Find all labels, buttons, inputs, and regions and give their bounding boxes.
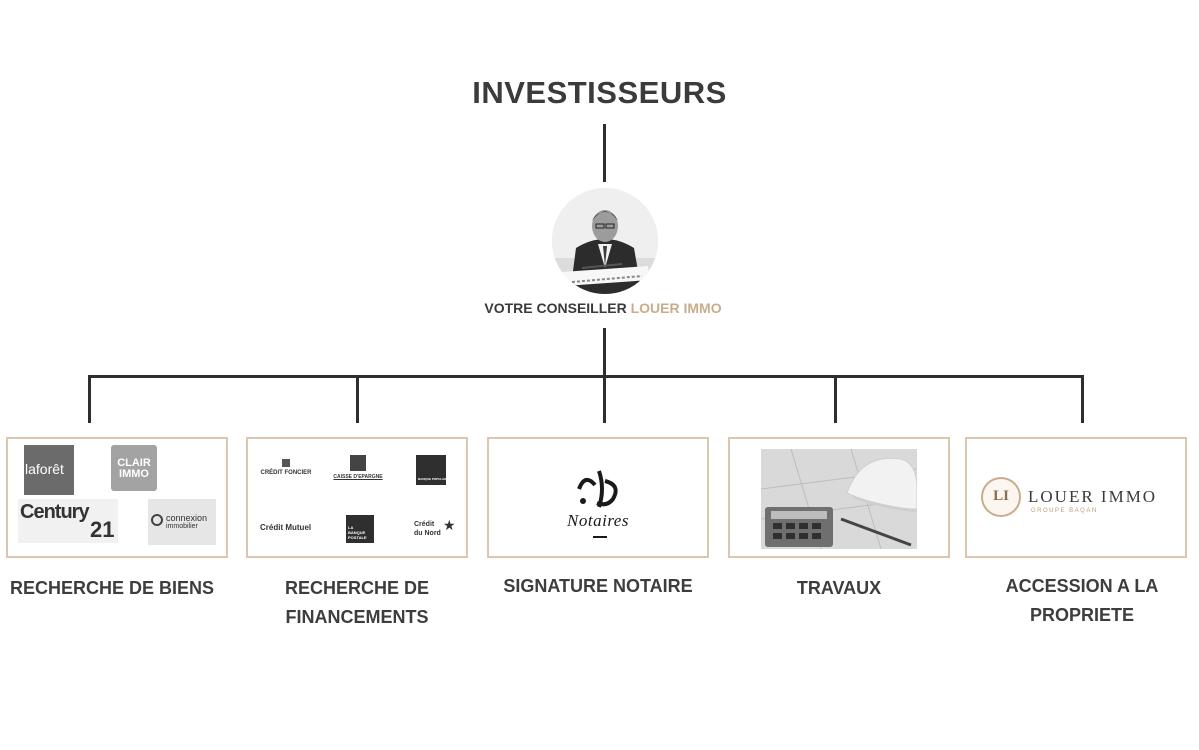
step-box-accession: LI LOUER IMMO GROUPE BAQAN — [965, 437, 1187, 558]
connector-branch-5 — [1081, 375, 1084, 423]
step-box-recherche-biens: laforêt CLAIR IMMO Century 21 connexion … — [6, 437, 228, 558]
banque-populaire-logo: BANQUE POPULAIRE — [416, 455, 450, 485]
step-label-recherche-biens: RECHERCHE DE BIENS — [9, 578, 215, 598]
connexion-logo-text: connexion — [166, 513, 208, 523]
louer-immo-brand: LOUER IMMO — [1028, 487, 1158, 506]
connector-horizontal — [88, 375, 1084, 378]
banque-postale-logo: LA BANQUE POSTALE — [346, 515, 374, 543]
banque-postale-text: LA BANQUE POSTALE — [348, 525, 367, 540]
banque-populaire-text: BANQUE POPULAIRE — [418, 477, 450, 481]
credit-foncier-logo: CRÉDIT FONCIER — [256, 459, 316, 476]
connexion-icon — [151, 514, 163, 526]
notaires-text: Notaires — [567, 511, 629, 530]
advisor-caption-prefix: VOTRE CONSEILLER — [484, 300, 631, 316]
step-label-accession-line1: ACCESSION A LA — [1005, 576, 1159, 596]
laforet-logo-text: laforêt — [25, 461, 64, 477]
step-label-financements: RECHERCHE DE FINANCEMENTS — [246, 574, 468, 632]
travaux-image — [761, 449, 917, 549]
credit-du-nord-text-2: du Nord — [414, 530, 441, 537]
laforet-logo: laforêt — [24, 445, 74, 495]
monogram-text: LI — [993, 488, 1009, 504]
caisse-epargne-logo: CAISSE D'EPARGNE — [330, 455, 386, 480]
credit-du-nord-text-1: Crédit — [414, 521, 435, 528]
step-label-travaux: TRAVAUX — [796, 578, 882, 598]
credit-foncier-icon — [282, 459, 290, 467]
clair-immo-logo-text: CLAIR IMMO — [117, 457, 151, 480]
step-label-financements-line2: FINANCEMENTS — [285, 607, 429, 627]
notaires-emblem-icon — [577, 470, 618, 508]
connexion-immobilier-logo: connexion immobilier — [148, 499, 216, 545]
credit-mutuel-text: Crédit Mutuel — [260, 523, 312, 532]
louer-immo-sub: GROUPE BAQAN — [1031, 508, 1098, 514]
credit-foncier-text: CRÉDIT FONCIER — [260, 470, 312, 476]
step-box-signature-notaire: Notaires — [487, 437, 709, 558]
connexion-logo-sub: immobilier — [166, 523, 198, 530]
caisse-epargne-text: CAISSE D'EPARGNE — [333, 474, 383, 480]
connector-branch-2 — [356, 375, 359, 423]
page-title: INVESTISSEURS — [472, 75, 727, 110]
star-icon: ★ — [443, 517, 456, 533]
caisse-epargne-icon — [350, 455, 366, 471]
century21-logo-number: 21 — [90, 517, 115, 542]
step-label-accession-line2: PROPRIETE — [1029, 605, 1135, 625]
step-label-accession: ACCESSION A LA PROPRIETE — [968, 572, 1196, 630]
advisor-caption: VOTRE CONSEILLER LOUER IMMO — [0, 300, 1199, 316]
connector-branch-4 — [834, 375, 837, 423]
step-label-signature-notaire: SIGNATURE NOTAIRE — [503, 576, 693, 596]
step-label-financements-line1: RECHERCHE DE — [284, 578, 430, 598]
step-box-financements: CRÉDIT FONCIER CAISSE D'EPARGNE BANQUE P… — [246, 437, 468, 558]
step-box-travaux — [728, 437, 950, 558]
century21-logo: Century 21 — [18, 499, 118, 543]
connector-top — [603, 124, 606, 182]
notaires-underline — [593, 536, 607, 538]
louer-immo-monogram-icon: LI — [981, 477, 1021, 517]
advisor-avatar — [552, 188, 658, 294]
advisor-brand: LOUER IMMO — [630, 300, 722, 316]
credit-du-nord-logo: Crédit du Nord ★ — [414, 517, 458, 543]
century21-logo-text: Century — [20, 501, 90, 523]
connector-branch-1 — [88, 375, 91, 423]
clair-immo-logo: CLAIR IMMO — [111, 445, 157, 491]
